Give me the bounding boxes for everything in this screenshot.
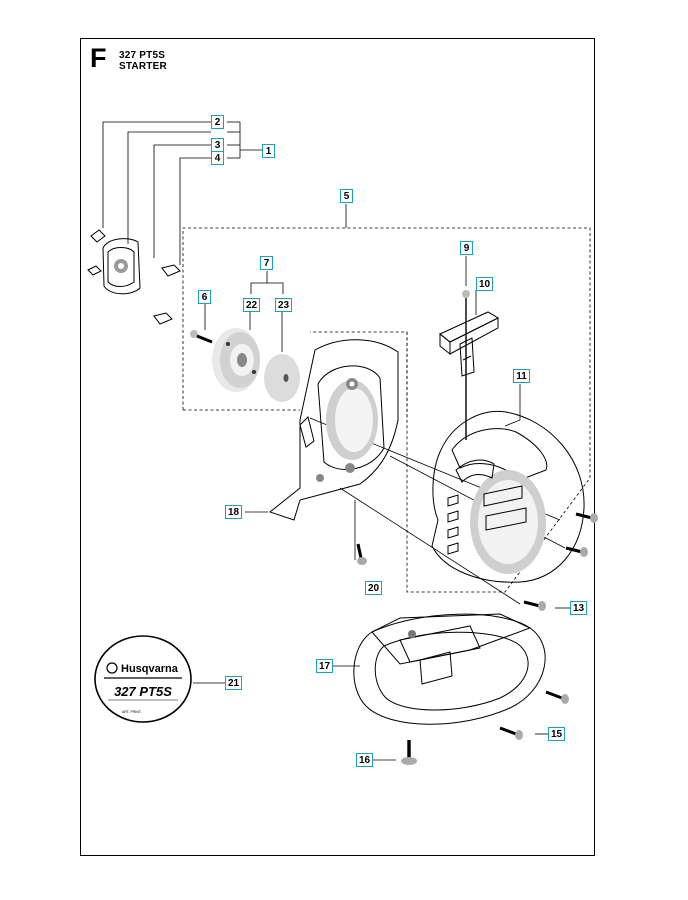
callout-6: 6 [198, 290, 211, 304]
recoil-spring-23 [264, 354, 300, 402]
callout-1: 1 [262, 144, 275, 158]
callout-20: 20 [365, 581, 382, 595]
callout-7: 7 [260, 256, 273, 270]
starter-housing-18 [268, 339, 399, 521]
screws-15 [499, 690, 569, 740]
callout-17: 17 [316, 659, 333, 673]
callout-15: 15 [548, 727, 565, 741]
starter-handle-10 [439, 290, 500, 440]
model-title: 327 PT5S STARTER [119, 50, 167, 72]
screw-20 [356, 543, 367, 565]
callout-3: 3 [211, 138, 224, 152]
screws-13 [523, 512, 598, 611]
model-name: 327 PT5S [119, 50, 166, 61]
callout-2: 2 [211, 115, 224, 129]
diagram-frame [80, 38, 595, 856]
handle-loop-17 [353, 613, 546, 725]
decal-model: 327 PT5S [114, 684, 172, 699]
callout-4: 4 [211, 151, 224, 165]
assembly-boundaries [182, 227, 591, 593]
callout-11: 11 [513, 369, 530, 383]
callout-16: 16 [356, 753, 373, 767]
section-letter: F [90, 43, 107, 73]
callout-13: 13 [570, 601, 587, 615]
pawl-assembly [87, 229, 181, 325]
decal-brand: Husqvarna [121, 663, 179, 675]
callout-10: 10 [476, 277, 493, 291]
screw-6 [190, 330, 213, 344]
starter-cover-11 [431, 410, 585, 583]
screw-16 [401, 740, 417, 765]
callout-5: 5 [340, 189, 353, 203]
rope-pulley-22 [212, 328, 260, 392]
assembly-name: STARTER [119, 61, 167, 72]
decal-small-print: ART. PRINT. [122, 710, 142, 714]
callout-23: 23 [275, 298, 292, 312]
callout-9: 9 [460, 241, 473, 255]
callout-21: 21 [225, 676, 242, 690]
callout-22: 22 [243, 298, 260, 312]
callout-18: 18 [225, 505, 242, 519]
decal-21-outline [94, 635, 192, 723]
